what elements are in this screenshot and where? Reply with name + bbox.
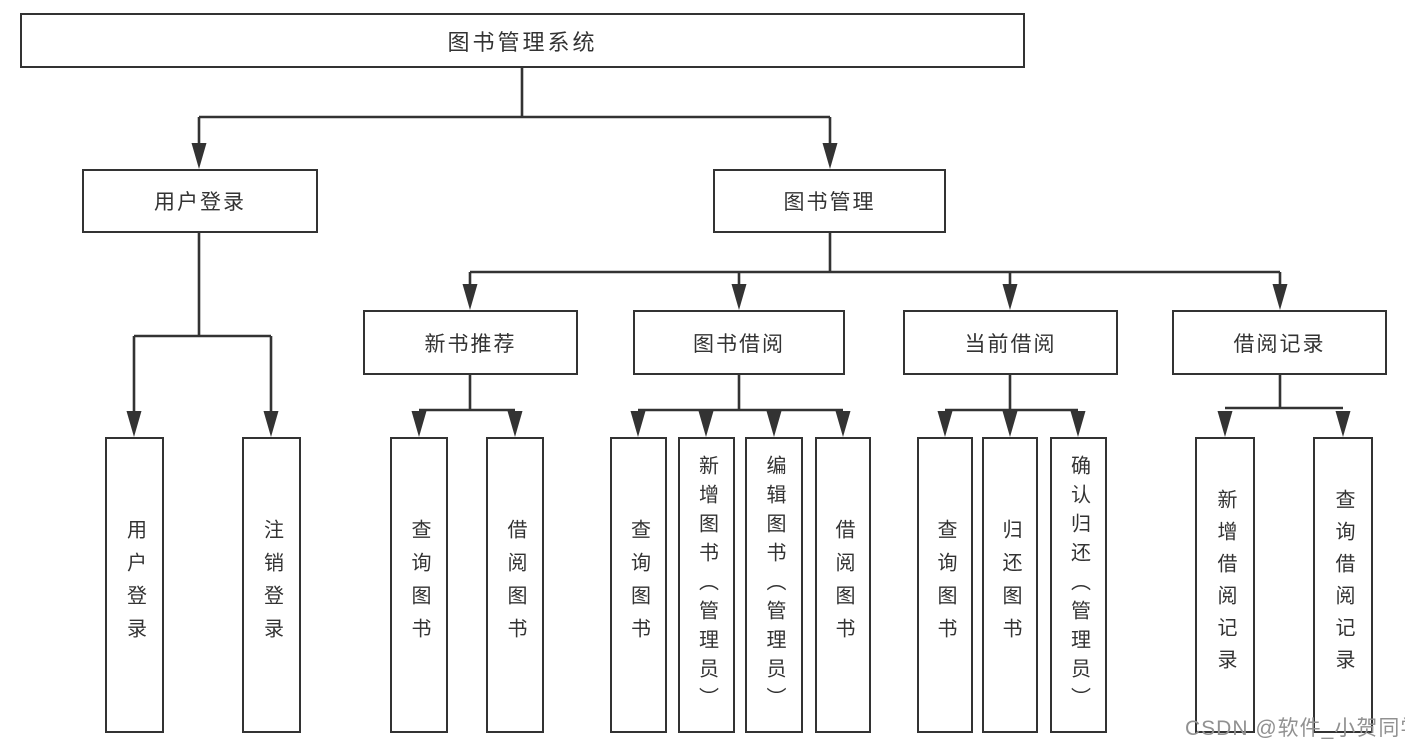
arrowhead [1217, 411, 1233, 437]
arrowhead [1002, 284, 1018, 310]
leaf-label: 新增借阅记录 [1214, 489, 1236, 681]
leaf-label: 新增图书（管理员） [695, 454, 718, 716]
leaf-label: 借阅图书 [832, 519, 854, 651]
leaf-query-books-borrow: 查询图书 [610, 437, 667, 733]
leaf-borrow-books: 借阅图书 [815, 437, 871, 733]
leaf-add-book-admin: 新增图书（管理员） [678, 437, 735, 733]
leaf-user-login: 用户登录 [105, 437, 164, 733]
arrowhead [698, 411, 714, 437]
node-book-management: 图书管理 [713, 169, 946, 233]
arrowhead [731, 284, 747, 310]
leaf-label: 编辑图书（管理员） [763, 454, 785, 716]
leaf-query-books-recommend: 查询图书 [390, 437, 448, 733]
node-new-book-recommendation: 新书推荐 [363, 310, 578, 375]
leaf-label: 查询图书 [627, 519, 650, 651]
leaf-label: 用户登录 [123, 519, 146, 651]
arrowhead [263, 411, 279, 437]
leaf-return-book: 归还图书 [982, 437, 1038, 733]
arrowhead [1070, 411, 1086, 437]
leaf-label: 查询图书 [934, 519, 956, 651]
node-user-login: 用户登录 [82, 169, 318, 233]
arrowhead [1272, 284, 1288, 310]
leaf-confirm-return-admin: 确认归还（管理员） [1050, 437, 1107, 733]
arrowhead [462, 284, 478, 310]
arrowhead [630, 411, 646, 437]
leaf-add-borrow-record: 新增借阅记录 [1195, 437, 1255, 733]
node-book-borrowing: 图书借阅 [633, 310, 845, 375]
leaf-label: 查询借阅记录 [1332, 489, 1354, 681]
leaf-label: 注销登录 [260, 519, 283, 651]
leaf-label: 归还图书 [999, 519, 1021, 651]
arrowhead [411, 411, 427, 437]
csdn-watermark: CSDN @软件_小贺同学 [1185, 717, 1405, 740]
leaf-label: 确认归还（管理员） [1067, 454, 1090, 716]
leaf-borrow-books-recommend: 借阅图书 [486, 437, 544, 733]
arrowhead [1002, 411, 1018, 437]
leaf-label: 借阅图书 [504, 519, 526, 651]
arrowhead [191, 143, 207, 169]
node-borrowing-records: 借阅记录 [1172, 310, 1387, 375]
leaf-query-borrow-record: 查询借阅记录 [1313, 437, 1373, 733]
leaf-label: 查询图书 [408, 519, 430, 651]
leaf-logout: 注销登录 [242, 437, 301, 733]
arrowhead [937, 411, 953, 437]
arrowhead [822, 143, 838, 169]
arrowhead [126, 411, 142, 437]
node-current-borrowing: 当前借阅 [903, 310, 1118, 375]
arrowhead [1335, 411, 1351, 437]
arrowhead [835, 411, 851, 437]
arrowhead [766, 411, 782, 437]
leaf-edit-book-admin: 编辑图书（管理员） [745, 437, 803, 733]
arrowhead [507, 411, 523, 437]
node-library-management-system: 图书管理系统 [20, 13, 1025, 68]
leaf-query-books-current: 查询图书 [917, 437, 973, 733]
